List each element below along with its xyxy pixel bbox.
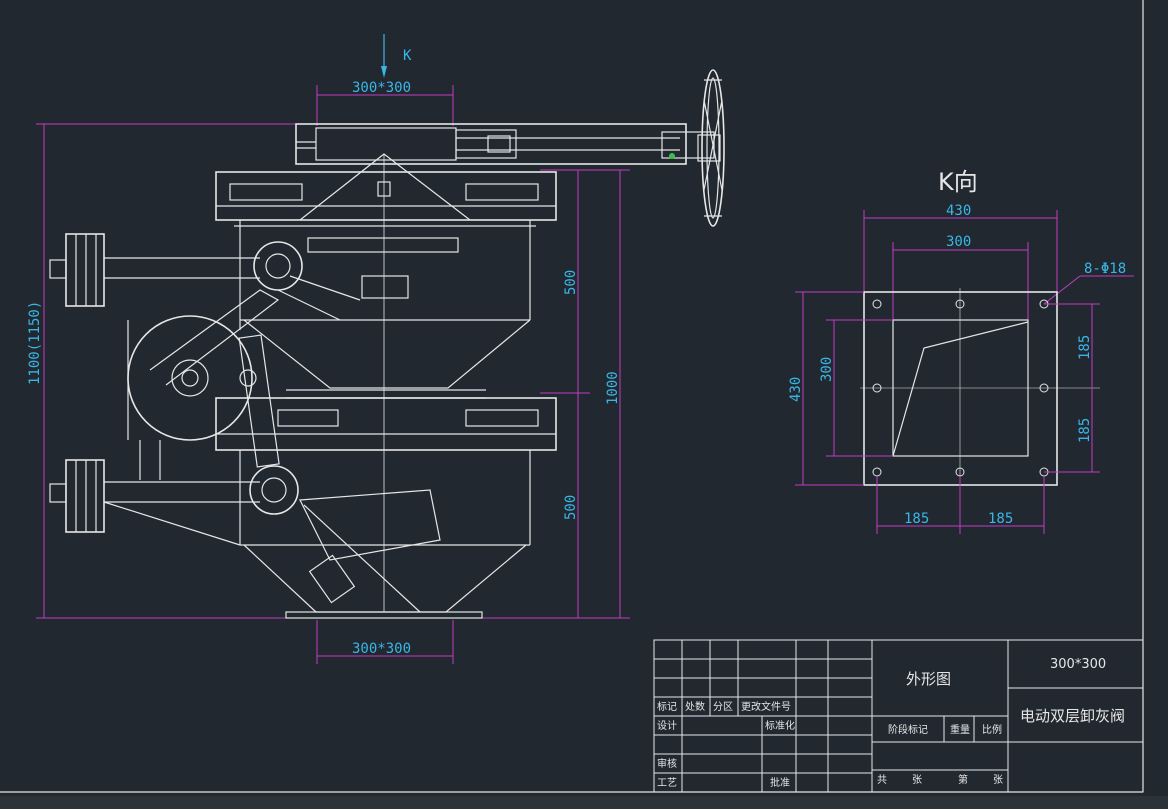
tb-label-sheet: 张 bbox=[912, 774, 922, 786]
title-block: 标记 处数 分区 更改文件号 设计 标准化 审核 工艺 批准 阶段标记 重量 比… bbox=[653, 639, 1144, 793]
k-view-title: K向 bbox=[938, 168, 978, 196]
k-view-letter: K bbox=[403, 48, 412, 64]
lower-valve-body bbox=[215, 389, 557, 619]
lower-section-dim: 500 bbox=[563, 495, 579, 520]
tb-spec: 300*300 bbox=[1050, 657, 1106, 672]
tb-label-count: 处数 bbox=[685, 700, 705, 713]
status-bar bbox=[0, 796, 1168, 809]
upper-counterweight bbox=[49, 233, 361, 321]
tb-drawing-title: 外形图 bbox=[906, 670, 951, 688]
tb-label-standardize: 标准化 bbox=[765, 719, 795, 732]
tb-label-total: 共 bbox=[877, 774, 887, 786]
tb-label-change-doc: 更改文件号 bbox=[741, 700, 791, 713]
top-actuator bbox=[295, 123, 715, 165]
tb-label-weight: 重量 bbox=[950, 723, 970, 736]
k-right-lower-dim: 185 bbox=[1077, 418, 1093, 443]
height-total-dim: 1000 bbox=[605, 371, 621, 405]
tb-label-process: 工艺 bbox=[657, 777, 677, 789]
k-bottom-right-dim: 185 bbox=[988, 511, 1013, 527]
main-view: K 300*300 1100(1150) 500 500 1000 300*30… bbox=[27, 34, 725, 664]
lower-counterweight bbox=[49, 459, 299, 546]
tb-label-design: 设计 bbox=[657, 719, 677, 732]
k-right-upper-dim: 185 bbox=[1077, 335, 1093, 360]
k-outer-height-dim: 430 bbox=[788, 377, 804, 402]
handwheel bbox=[669, 69, 725, 227]
overall-height-dim: 1100(1150) bbox=[27, 301, 43, 385]
tb-label-review: 审核 bbox=[657, 757, 677, 770]
top-flange-dim: 300*300 bbox=[352, 80, 411, 96]
tb-label-approve: 批准 bbox=[770, 776, 790, 789]
k-arrow-head bbox=[381, 66, 387, 78]
tb-label-sheet-no: 第 bbox=[958, 773, 968, 786]
bottom-flange-dim: 300*300 bbox=[352, 641, 411, 657]
hole-leader bbox=[1043, 275, 1081, 305]
k-view: K向 430 300 8-Φ18 bbox=[788, 168, 1134, 534]
tb-label-mark: 标记 bbox=[657, 701, 677, 713]
tb-label-sheet2: 张 bbox=[993, 774, 1003, 786]
upper-valve-body bbox=[215, 153, 557, 389]
k-bottom-left-dim: 185 bbox=[904, 511, 929, 527]
hole-callout: 8-Φ18 bbox=[1084, 261, 1126, 277]
motor-gear bbox=[127, 289, 280, 480]
k-inner-width-dim: 300 bbox=[946, 234, 971, 250]
tb-label-scale: 比例 bbox=[982, 723, 1002, 736]
k-outer-width-dim: 430 bbox=[946, 203, 971, 219]
k-opening-diagonal bbox=[892, 321, 1029, 457]
tb-label-stage-mark: 阶段标记 bbox=[888, 723, 928, 736]
tb-label-zone: 分区 bbox=[713, 701, 733, 713]
k-inner-height-dim: 300 bbox=[819, 357, 835, 382]
tb-product-name: 电动双层卸灰阀 bbox=[1020, 707, 1125, 725]
upper-section-dim: 500 bbox=[563, 270, 579, 295]
